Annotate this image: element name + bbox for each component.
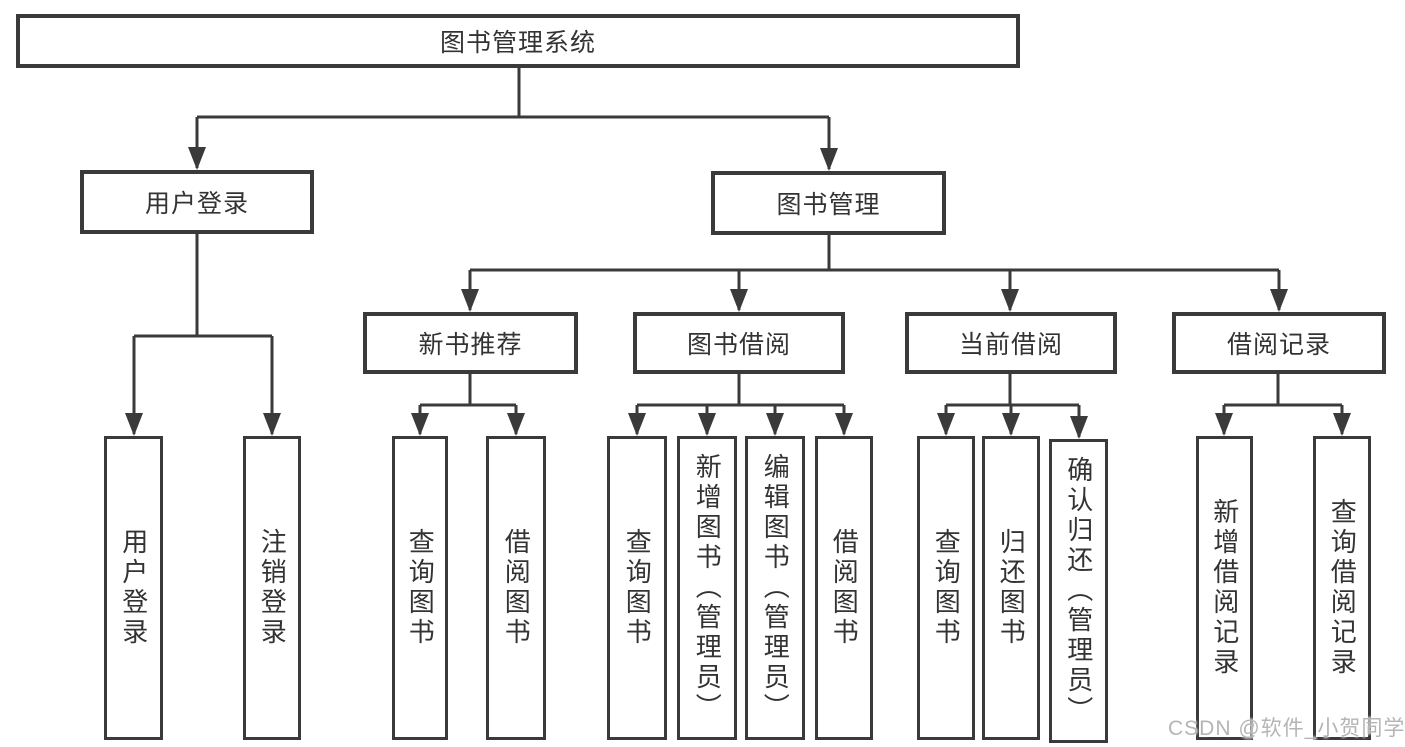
leaf-current-return-books-label: 归还图书 xyxy=(996,528,1027,648)
csdn-watermark: CSDN @软件_小贺同学 xyxy=(1168,717,1405,740)
leaf-current-return-books: 归还图书 xyxy=(982,436,1040,740)
leaf-current-confirm-return-admin-label: 确认归还（管理员） xyxy=(1063,456,1094,726)
leaf-borrow-add-books-admin: 新增图书（管理员） xyxy=(677,436,737,740)
leaf-newbook-borrow-books-label: 借阅图书 xyxy=(501,528,532,648)
leaf-logout-login: 注销登录 xyxy=(243,436,301,740)
leaf-newbook-borrow-books: 借阅图书 xyxy=(486,436,546,740)
leaf-borrow-borrow-books-label: 借阅图书 xyxy=(829,528,860,648)
node-new-book-recommend: 新书推荐 xyxy=(363,312,578,374)
leaf-records-query-record-label: 查询借阅记录 xyxy=(1327,498,1358,678)
node-borrow-records: 借阅记录 xyxy=(1172,312,1386,374)
leaf-borrow-borrow-books: 借阅图书 xyxy=(815,436,873,740)
node-book-borrow: 图书借阅 xyxy=(633,312,845,374)
node-book-borrow-label: 图书借阅 xyxy=(686,331,791,359)
node-new-book-recommend-label: 新书推荐 xyxy=(418,331,523,359)
leaf-newbook-query-books-label: 查询图书 xyxy=(405,528,436,648)
leaf-logout-login-label: 注销登录 xyxy=(257,528,288,648)
leaf-records-add-record: 新增借阅记录 xyxy=(1196,436,1253,740)
node-user-login-label: 用户登录 xyxy=(144,190,249,218)
leaf-current-query-books-label: 查询图书 xyxy=(931,528,962,648)
leaf-borrow-query-books-label: 查询图书 xyxy=(622,528,653,648)
node-root: 图书管理系统 xyxy=(16,14,1020,68)
node-root-label: 图书管理系统 xyxy=(439,29,596,57)
node-borrow-records-label: 借阅记录 xyxy=(1226,331,1331,359)
node-current-borrow: 当前借阅 xyxy=(905,312,1117,374)
leaf-newbook-query-books: 查询图书 xyxy=(392,436,448,740)
leaf-user-login: 用户登录 xyxy=(104,436,163,740)
arrowhead-icons xyxy=(125,147,1351,439)
leaf-borrow-query-books: 查询图书 xyxy=(607,436,667,740)
leaf-records-query-record: 查询借阅记录 xyxy=(1313,436,1371,740)
leaf-user-login-label: 用户登录 xyxy=(118,528,149,648)
node-book-management-label: 图书管理 xyxy=(776,191,881,219)
node-user-login: 用户登录 xyxy=(80,170,314,234)
leaf-records-add-record-label: 新增借阅记录 xyxy=(1209,498,1240,678)
leaf-borrow-edit-books-admin: 编辑图书（管理员） xyxy=(745,436,805,740)
leaf-borrow-edit-books-admin-label: 编辑图书（管理员） xyxy=(760,453,791,723)
node-current-borrow-label: 当前借阅 xyxy=(958,331,1063,359)
node-book-management: 图书管理 xyxy=(711,171,946,235)
leaf-borrow-add-books-admin-label: 新增图书（管理员） xyxy=(692,453,723,723)
leaf-current-query-books: 查询图书 xyxy=(917,436,975,740)
leaf-current-confirm-return-admin: 确认归还（管理员） xyxy=(1049,439,1108,743)
